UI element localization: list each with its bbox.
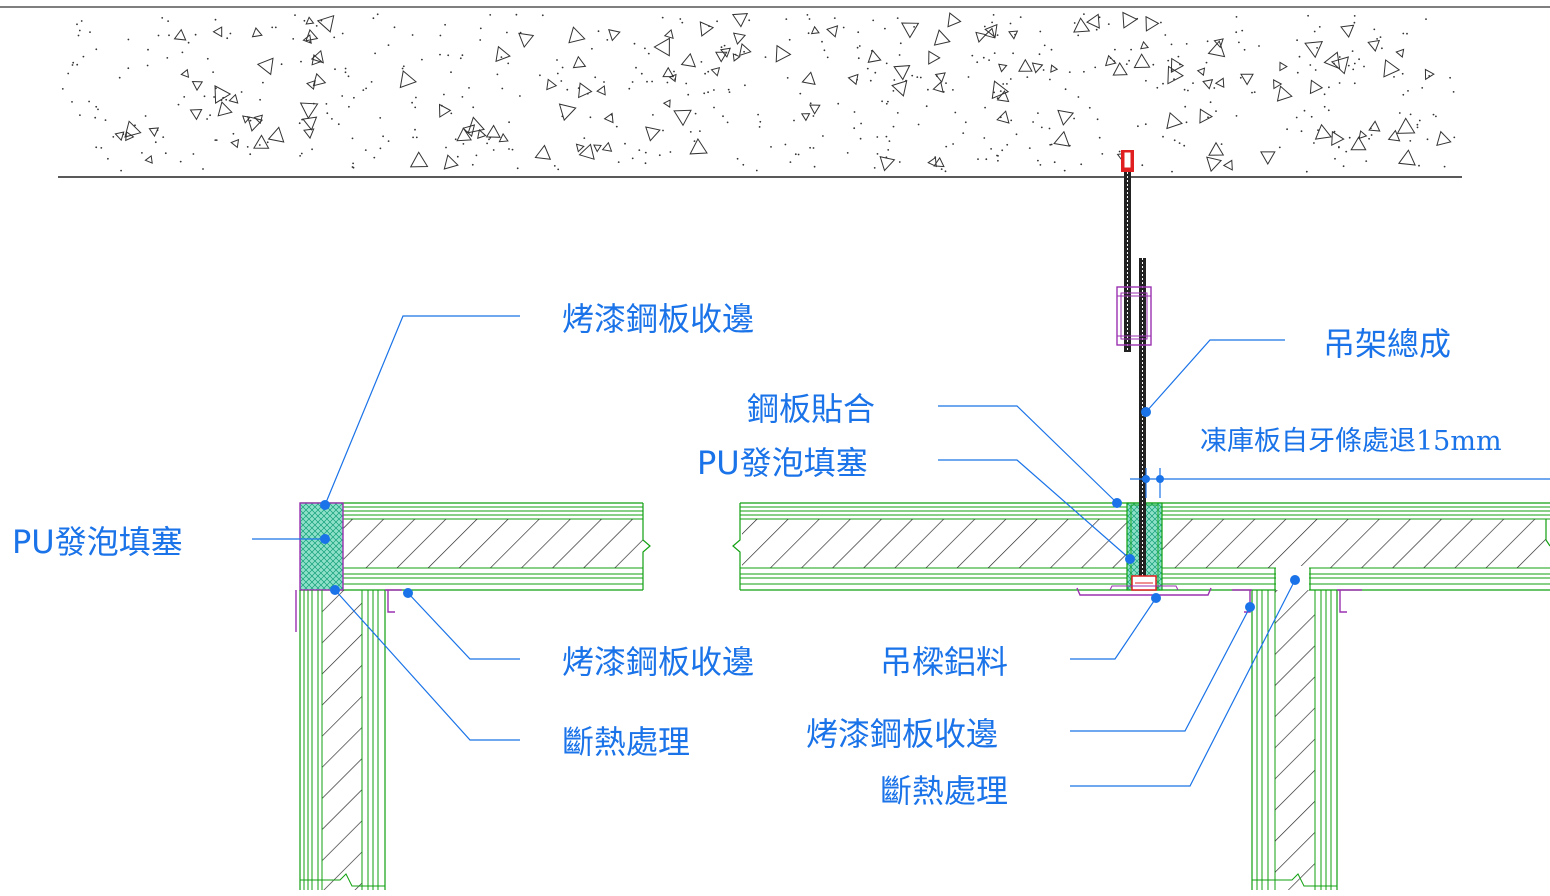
label-thermal-break-right: 斷熱處理: [880, 772, 1008, 810]
label-thermal-break-left: 斷熱處理: [562, 723, 690, 761]
label-baked-steel-trim-left: 烤漆鋼板收邊: [562, 643, 754, 681]
left-foam-fill: [299, 502, 344, 591]
label-baked-steel-trim-top: 烤漆鋼板收邊: [562, 300, 754, 338]
label-cold-panel-setback: 凍庫板自牙條處退15mm: [1200, 426, 1502, 457]
leader-lines: [252, 315, 1550, 787]
label-baked-steel-trim-right: 烤漆鋼板收邊: [806, 715, 998, 753]
right-wall-panel: [1232, 589, 1362, 890]
label-hanger-assembly: 吊架總成: [1323, 325, 1451, 363]
left-ceiling-panel: [300, 502, 651, 591]
label-pu-foam-fill-left: PU發泡填塞: [12, 523, 183, 561]
hanger-assembly: [1076, 150, 1212, 596]
label-pu-foam-fill-mid: PU發泡填塞: [697, 444, 868, 482]
label-hanger-aluminum: 吊樑鋁料: [880, 643, 1008, 681]
left-wall-panel: [295, 589, 402, 890]
concrete-slab: [58, 11, 1462, 178]
label-steel-plate-bonding: 鋼板貼合: [747, 390, 875, 428]
